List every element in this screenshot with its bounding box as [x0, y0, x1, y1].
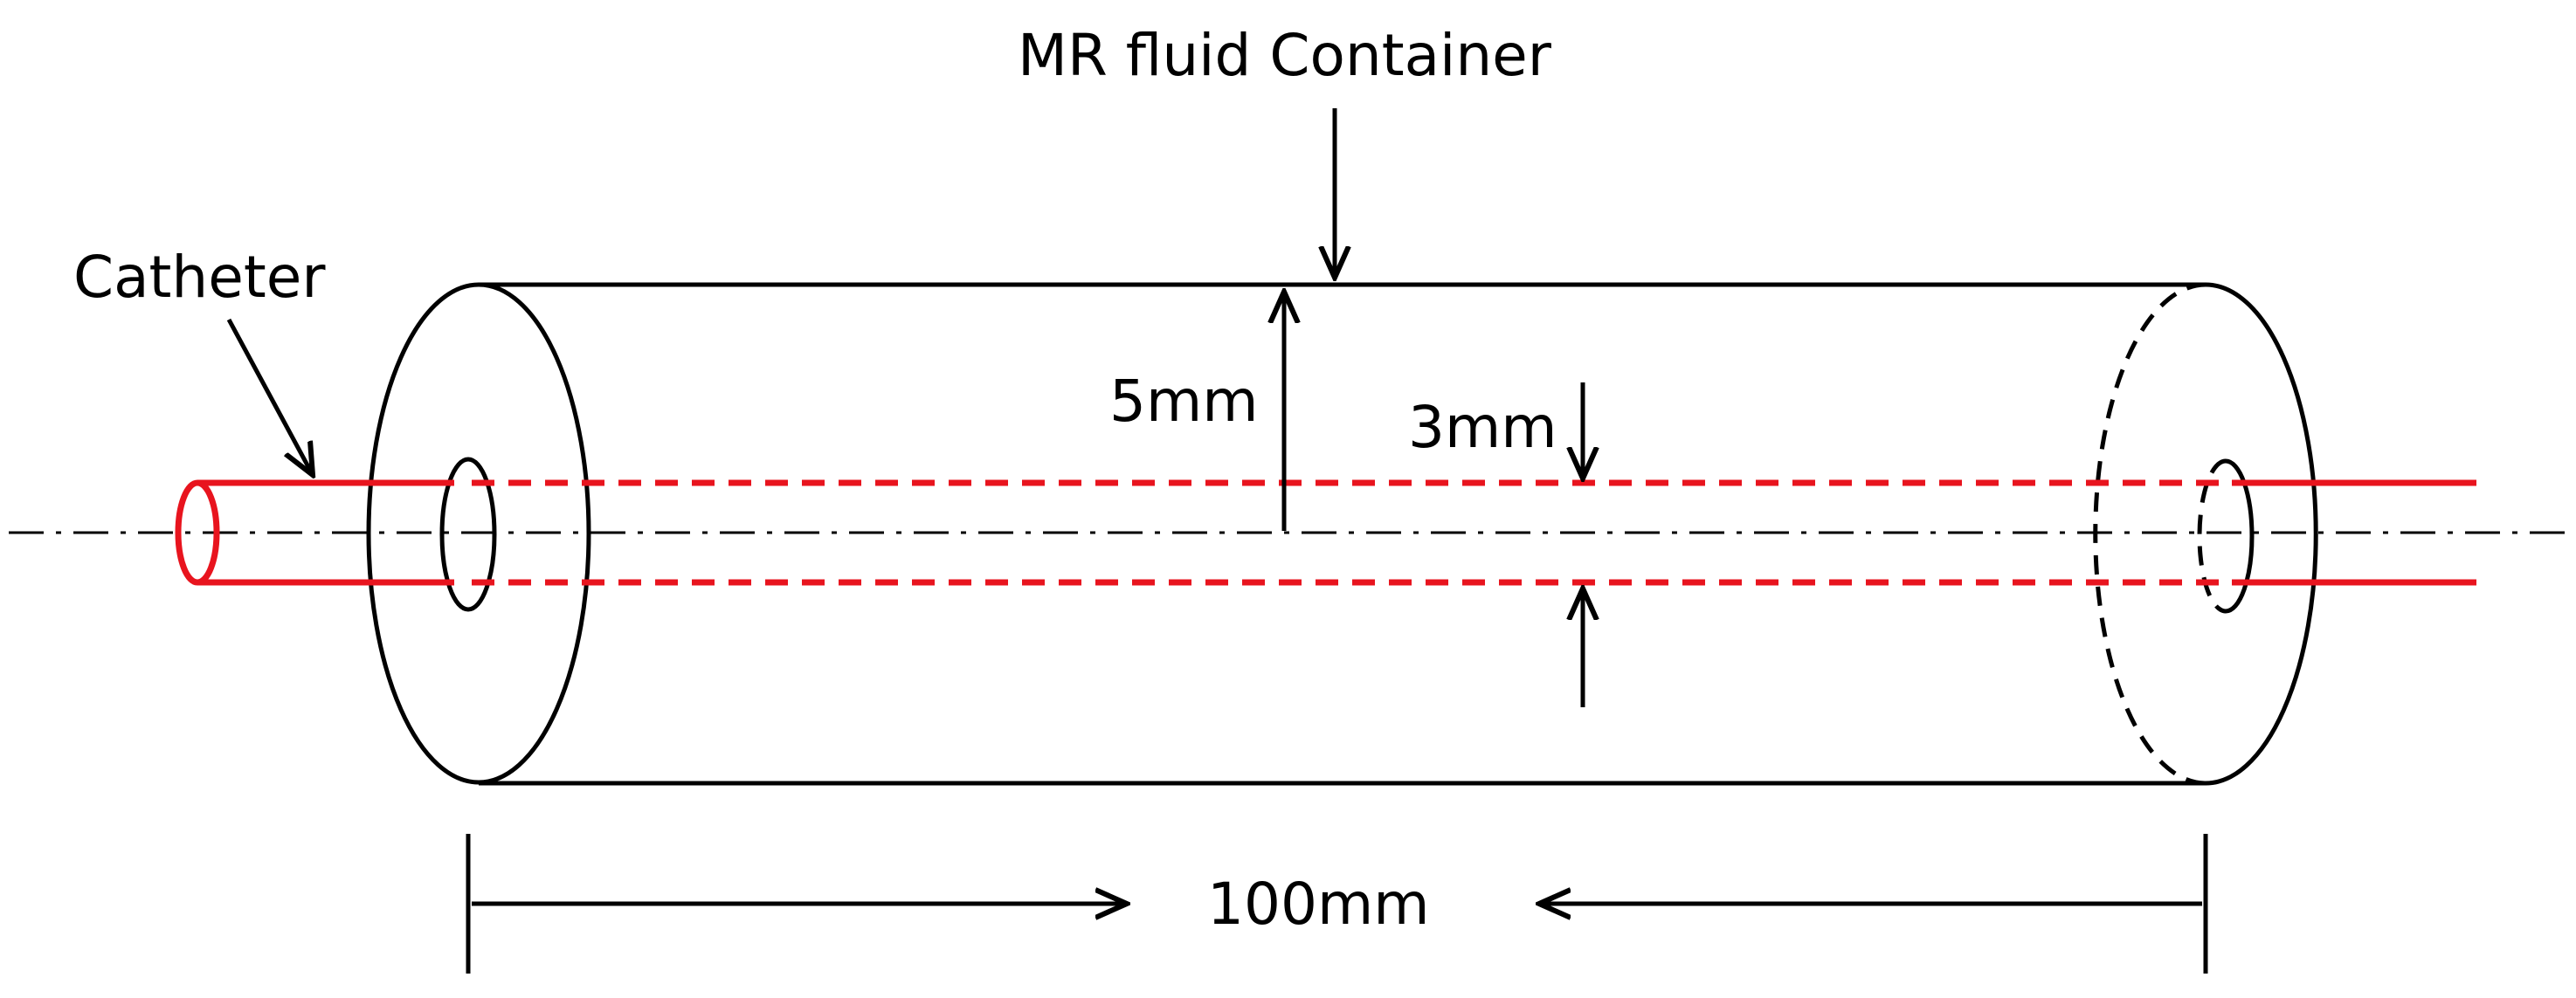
inner-diameter-label: 3mm — [1408, 394, 1557, 461]
left-end-face — [366, 282, 591, 785]
length-label: 100mm — [1207, 871, 1430, 938]
right-end-face-hidden — [2093, 282, 2207, 786]
right-end-face-visible — [2205, 282, 2318, 786]
right-inner-opening-hidden — [2197, 458, 2227, 614]
catheter — [175, 479, 2476, 586]
outer-radius-label: 5mm — [1109, 368, 1259, 435]
right-inner-opening-visible — [2225, 458, 2255, 614]
catheter-pointer-arrow — [226, 318, 313, 475]
container-cylinder — [366, 282, 2318, 786]
container-label: MR fluid Container — [1018, 22, 1552, 89]
catheter-label: Catheter — [73, 244, 326, 311]
left-inner-opening — [439, 457, 497, 612]
